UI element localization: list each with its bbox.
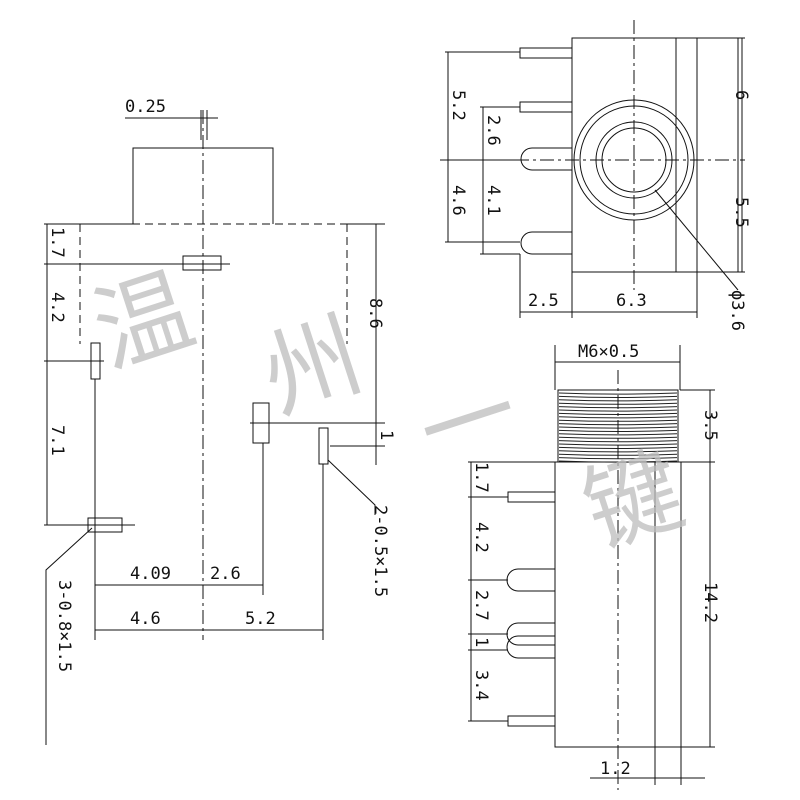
jack-hole	[601, 127, 667, 193]
dim-6: 6	[731, 90, 751, 100]
dim-0.25: 0.25	[125, 97, 166, 117]
side-pin-5	[507, 715, 556, 727]
dim-14.2: 14.2	[700, 582, 720, 623]
hole-leader	[654, 189, 739, 291]
dim-phi-3.6: ϕ3.6	[727, 290, 747, 331]
callout-leader-a	[327, 459, 376, 515]
watermark-char-1: 温	[81, 253, 207, 389]
watermark-char-2: 州	[249, 299, 375, 435]
top-pin-4	[520, 231, 572, 255]
left-view: 0.25 1.7 4.2 7.1 8.6 1 4.09 2.	[44, 97, 396, 745]
watermark-char-3: 一	[406, 354, 532, 490]
callout-2-0.5x1.5: 2-0.5×1.5	[370, 505, 390, 597]
bottom-view: M6×0.5 3.5 1.7 4.2 2.7 1	[468, 342, 720, 790]
dim-1.7: 1.7	[471, 462, 491, 493]
top-view: 5.2 2.6 4.1 4.6 6 5.5 2.5 6.3 ϕ3.6	[440, 20, 751, 331]
dim-3.4: 3.4	[471, 670, 491, 701]
dim-1: 1	[471, 637, 491, 647]
dim-2.5: 2.5	[528, 291, 559, 311]
dim-4.09: 4.09	[130, 564, 171, 584]
pin-right-2	[318, 427, 329, 465]
pin-top	[182, 255, 222, 271]
jack-ring-2	[579, 105, 689, 215]
dim-8.6: 8.6	[365, 298, 385, 329]
top-pin-2	[519, 101, 573, 113]
dim-4.1: 4.1	[483, 185, 503, 216]
dim-5.5: 5.5	[731, 197, 751, 228]
top-pin-1	[519, 47, 573, 59]
dim-1: 1	[376, 430, 396, 440]
side-pin-1	[507, 491, 556, 503]
dim-1.2: 1.2	[600, 759, 631, 779]
dim-2.6: 2.6	[483, 115, 503, 146]
body-outline	[571, 37, 739, 273]
dim-1.7: 1.7	[47, 227, 67, 258]
dim-2.7: 2.7	[471, 590, 491, 621]
dim-4.2: 4.2	[47, 292, 67, 323]
callout-leader-b	[45, 527, 93, 745]
dim-2.6: 2.6	[210, 564, 241, 584]
dim-4.6: 4.6	[448, 185, 468, 216]
callout-3-0.8x1.5: 3-0.8×1.5	[54, 580, 74, 672]
dim-7.1: 7.1	[47, 425, 67, 456]
jack-hole-ring	[595, 121, 673, 199]
dim-4.6: 4.6	[130, 609, 161, 629]
dim-5.2: 5.2	[245, 609, 276, 629]
dim-5.2: 5.2	[448, 90, 468, 121]
dim-3.5: 3.5	[700, 410, 720, 441]
side-pin-4	[506, 635, 555, 659]
top-pin-3	[520, 147, 572, 171]
side-pin-2	[506, 568, 555, 592]
dim-6.3: 6.3	[616, 291, 647, 311]
dim-4.2: 4.2	[471, 522, 491, 553]
jack-outer-ring	[573, 99, 695, 221]
thread-label: M6×0.5	[578, 342, 639, 362]
side-pin-3	[506, 622, 555, 646]
